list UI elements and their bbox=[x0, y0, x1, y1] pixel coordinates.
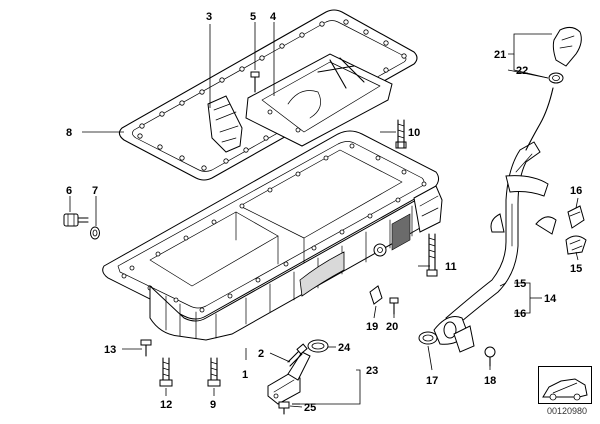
bolt-20 bbox=[389, 297, 399, 315]
car-silhouette-icon bbox=[542, 378, 588, 401]
callout-3: 3 bbox=[206, 11, 212, 23]
callout-7: 7 bbox=[92, 185, 98, 197]
diagram-reference-number: 00120980 bbox=[546, 406, 588, 416]
callout-8: 8 bbox=[66, 127, 72, 139]
callout-12: 12 bbox=[160, 399, 172, 411]
sealing-ring-17 bbox=[418, 331, 438, 345]
callout-20: 20 bbox=[386, 321, 398, 333]
callout-21: 21 bbox=[494, 49, 506, 61]
bolt-25 bbox=[278, 401, 290, 415]
tube-bracket-18 bbox=[453, 325, 496, 367]
bolt-10 bbox=[395, 119, 407, 149]
bolt-13 bbox=[140, 339, 152, 357]
callout-2: 2 bbox=[258, 348, 264, 360]
callout-19: 19 bbox=[366, 321, 378, 333]
dipstick-tube bbox=[433, 141, 557, 345]
callout-1: 1 bbox=[242, 369, 248, 381]
callout-9: 9 bbox=[210, 399, 216, 411]
reference-thumbnail bbox=[538, 366, 592, 404]
callout-14: 14 bbox=[544, 293, 557, 305]
callout-numbers: 3 5 4 8 10 6 7 11 13 12 9 1 2 24 23 25 1… bbox=[66, 11, 582, 414]
callout-10: 10 bbox=[408, 127, 420, 139]
oil-pickup-bracket bbox=[207, 95, 243, 153]
callout-25: 25 bbox=[304, 402, 316, 414]
drain-plug bbox=[63, 213, 89, 227]
callout-16-tube: 16 bbox=[514, 308, 526, 320]
leader-lines bbox=[69, 22, 579, 408]
sealing-ring-7 bbox=[90, 226, 100, 240]
oil-level-sensor bbox=[267, 351, 311, 405]
baffle-plate bbox=[245, 53, 393, 147]
callout-13: 13 bbox=[104, 344, 116, 356]
bolt-12 bbox=[159, 357, 173, 387]
callout-15-tube: 15 bbox=[514, 278, 526, 290]
callout-6: 6 bbox=[66, 185, 72, 197]
callout-18: 18 bbox=[484, 375, 496, 387]
clip-19 bbox=[369, 285, 383, 305]
callout-17: 17 bbox=[426, 375, 438, 387]
callout-4: 4 bbox=[270, 11, 277, 23]
dipstick bbox=[525, 26, 582, 151]
bolt-5 bbox=[250, 71, 260, 93]
clip-16-15 bbox=[565, 205, 587, 255]
o-ring-24 bbox=[307, 339, 329, 353]
callout-15-clip: 15 bbox=[570, 263, 582, 275]
callout-22: 22 bbox=[516, 65, 528, 77]
bolt-2 bbox=[287, 343, 308, 367]
callout-24: 24 bbox=[338, 342, 351, 354]
callout-11: 11 bbox=[445, 261, 457, 273]
callout-5: 5 bbox=[250, 11, 256, 23]
callout-16-clip: 16 bbox=[570, 185, 582, 197]
callout-23: 23 bbox=[366, 365, 378, 377]
oil-pan bbox=[102, 130, 443, 341]
bolt-11 bbox=[426, 233, 438, 277]
bolt-9 bbox=[207, 357, 221, 387]
